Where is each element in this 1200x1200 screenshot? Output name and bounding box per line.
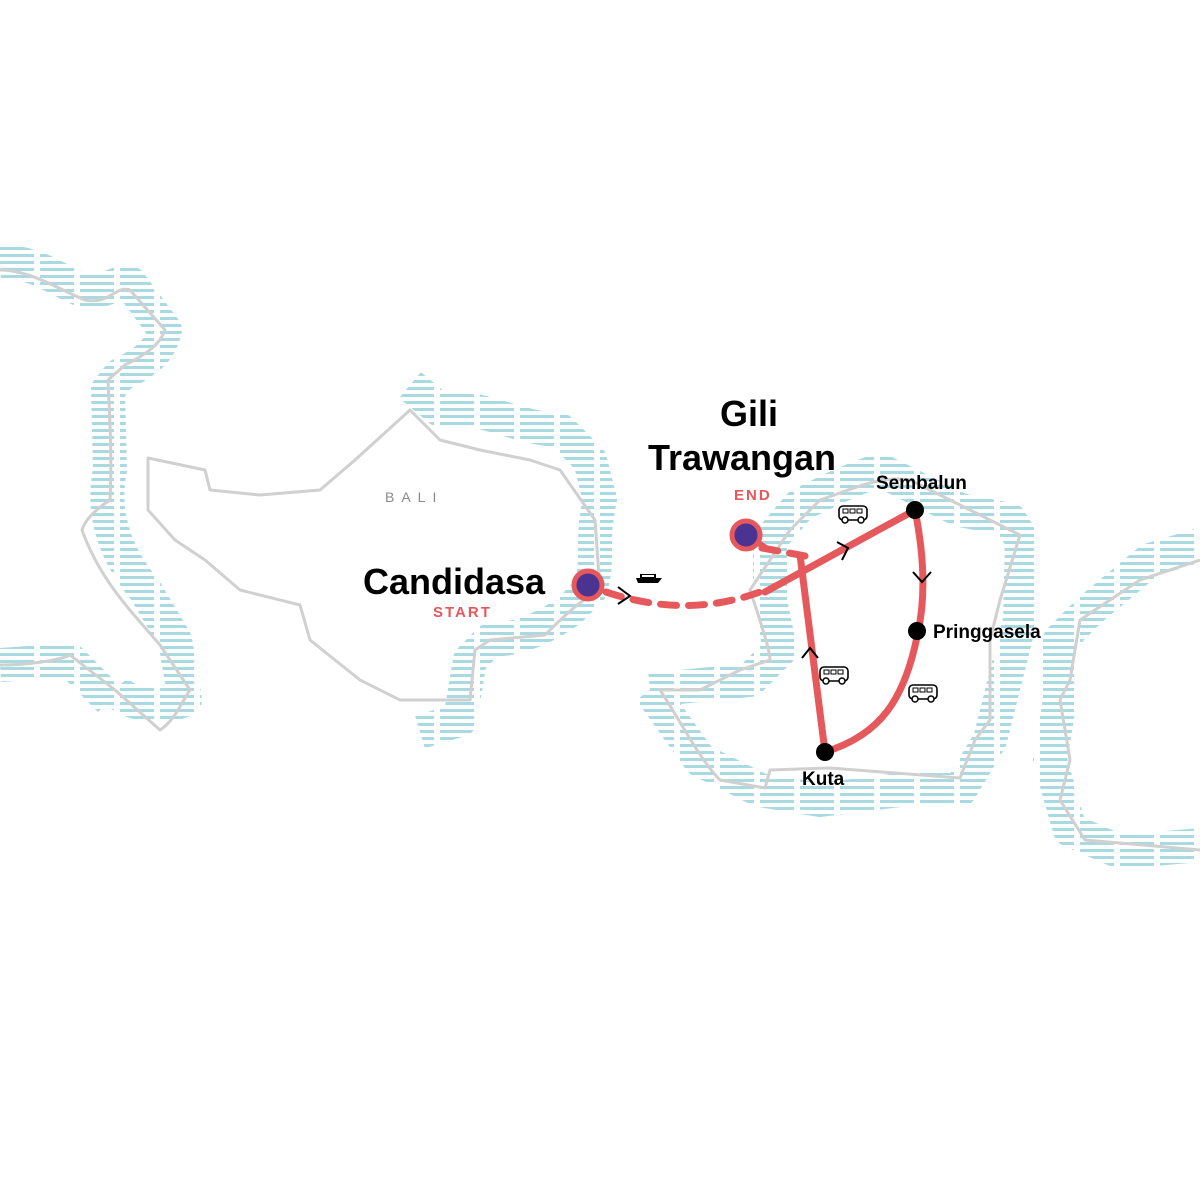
- start-tag: START: [433, 604, 492, 621]
- end-marker[interactable]: [729, 518, 763, 552]
- bus-icon: [908, 684, 938, 703]
- arrow-icon: [912, 571, 932, 584]
- water-hatching: [0, 244, 1200, 869]
- arrow-icon: [836, 541, 850, 561]
- boat-icon: [636, 574, 662, 583]
- start-marker[interactable]: [571, 568, 605, 602]
- end-label-line1: Gili: [720, 393, 779, 434]
- region-label-bali: BALI: [385, 489, 444, 505]
- arrow-icon: [801, 646, 819, 659]
- stop-label-kuta: Kuta: [802, 769, 845, 790]
- start-label: Candidasa: [363, 561, 546, 602]
- bus-icon: [838, 505, 868, 524]
- ferry-route: [602, 588, 764, 609]
- stop-label-pringgasela: Pringgasela: [933, 622, 1041, 643]
- end-label-line2: Trawangan: [648, 437, 837, 478]
- coastline: [0, 268, 1200, 852]
- direction-arrows: [617, 541, 932, 659]
- stop-marker-pringgasela[interactable]: [908, 622, 926, 640]
- stop-label-sembalun: Sembalun: [876, 473, 967, 494]
- bus-icon: [819, 666, 849, 685]
- arrow-icon: [617, 586, 632, 605]
- stop-marker-kuta[interactable]: [816, 743, 834, 761]
- end-tag: END: [734, 487, 772, 504]
- stop-marker-sembalun[interactable]: [906, 501, 924, 519]
